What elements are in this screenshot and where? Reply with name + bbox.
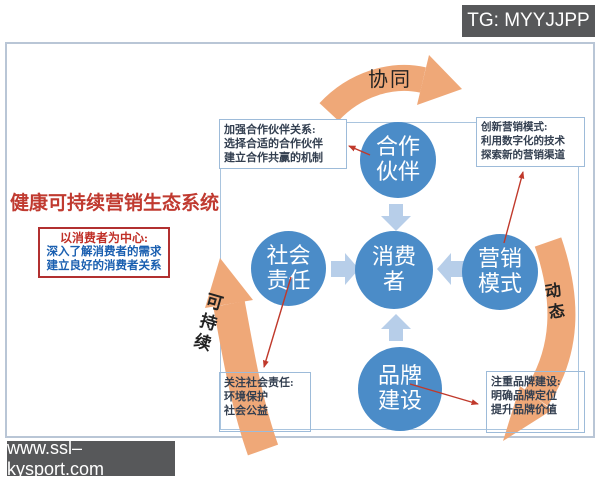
- circle-social-responsibility: 社会 责任: [251, 231, 326, 306]
- partner-note-heading: 加强合作伙伴关系:: [224, 124, 316, 136]
- marketing-note: 创新营销模式: 利用数字化的技术 探索新的营销渠道: [476, 117, 585, 167]
- circle-consumer: 消费 者: [355, 231, 433, 309]
- tg-watermark: TG: MYYJJPP: [462, 5, 595, 37]
- synergy-label: 协同: [368, 69, 412, 91]
- partner-note-line: 选择合适的合作伙伴: [224, 138, 323, 150]
- partner-note: 加强合作伙伴关系: 选择合适的合作伙伴 建立合作共赢的机制: [219, 119, 347, 169]
- social-note: 关注社会责任: 环境保护 社会公益: [219, 372, 311, 432]
- consumer-focus-box: 以消费者为中心: 深入了解消费者的需求 建立良好的消费者关系: [38, 227, 170, 278]
- brand-note-heading: 注重品牌建设:: [491, 376, 561, 388]
- social-note-line: 社会公益: [224, 405, 268, 417]
- marketing-note-line: 利用数字化的技术: [481, 136, 565, 147]
- marketing-note-line: 探索新的营销渠道: [481, 150, 565, 161]
- social-note-line: 环境保护: [224, 391, 268, 403]
- social-note-heading: 关注社会责任:: [224, 377, 294, 389]
- consumer-focus-line: 建立良好的消费者关系: [46, 260, 162, 272]
- consumer-focus-line: 深入了解消费者的需求: [46, 246, 162, 258]
- consumer-focus-heading: 以消费者为中心:: [60, 231, 148, 245]
- marketing-note-heading: 创新营销模式:: [481, 122, 548, 133]
- page-title: 健康可持续营销生态系统: [10, 193, 220, 214]
- partner-note-line: 建立合作共赢的机制: [224, 152, 323, 164]
- brand-note-line: 提升品牌价值: [491, 404, 557, 416]
- brand-note-line: 明确品牌定位: [491, 390, 557, 402]
- site-watermark: www.ssl–kysport.com: [7, 438, 175, 479]
- circle-marketing-model: 营销 模式: [462, 234, 538, 310]
- site-watermark-text: www.ssl–kysport.com: [7, 437, 105, 479]
- tg-watermark-text: TG: MYYJJPP: [467, 10, 590, 31]
- circle-brand-building: 品牌 建设: [358, 347, 442, 431]
- circle-partner: 合作 伙伴: [360, 122, 436, 198]
- brand-note: 注重品牌建设: 明确品牌定位 提升品牌价值: [486, 371, 585, 433]
